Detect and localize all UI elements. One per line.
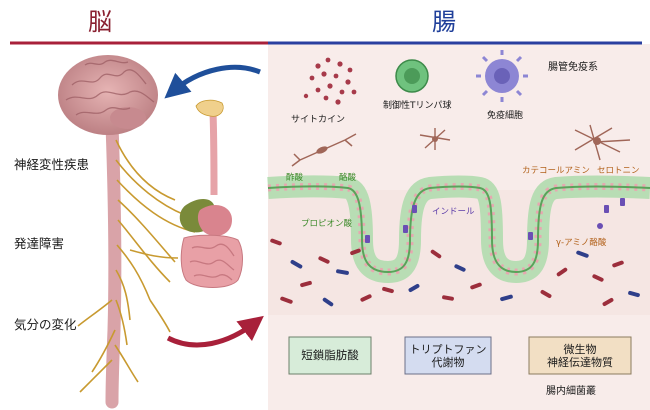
label-developmental: 発達障害 (14, 236, 65, 251)
scfa-text: 短鎖脂肪酸 (301, 348, 359, 362)
label-mood: 気分の変化 (14, 317, 77, 332)
label-gut-immune-system: 腸管免疫系 (548, 62, 598, 73)
brain-to-gut-arrow (166, 315, 264, 348)
label-acetic-acid: 酢酸 (286, 173, 304, 183)
gut-to-brain-arrow (164, 64, 261, 99)
immune-cell (476, 50, 528, 102)
label-microbiota: 腸内細菌叢 (546, 386, 596, 397)
lumen-area (268, 190, 650, 315)
cytokine-dots (303, 57, 357, 105)
scfa-box (288, 336, 372, 375)
gut-bacteria (270, 238, 640, 307)
microbe-text-1: 微生物 (563, 342, 597, 356)
label-treg: 制御性Tリンパ球 (383, 101, 452, 111)
label-neurodegenerative: 神経変性疾患 (14, 157, 90, 172)
cerebellum (110, 107, 146, 129)
scfa-box-label: 短鎖脂肪酸 (289, 337, 371, 374)
label-immune-cell: 免疫細胞 (487, 111, 524, 121)
tryptophan-text-2: 代謝物 (431, 355, 465, 369)
label-butyric-acid: 酪酸 (339, 173, 357, 183)
vagus-nerve-fibers (77, 139, 196, 393)
label-cytokine: サイトカイン (291, 115, 346, 125)
label-propionic-acid: プロピオン酸 (301, 219, 353, 229)
tryptophan-box (404, 336, 492, 375)
esophagus (209, 111, 218, 196)
microbial-neurotransmitter-box (528, 336, 632, 375)
label-serotonin: セロトニン (597, 166, 640, 176)
tryptophan-text-1: トリプトファン (409, 342, 487, 356)
stomach (197, 205, 232, 236)
intestines (180, 234, 243, 288)
label-gaba: γ-アミノ酪酸 (556, 238, 607, 248)
microbe-text-2: 神経伝達物質 (547, 355, 613, 369)
tryptophan-box-label: トリプトファン 代謝物 (405, 337, 491, 374)
label-catecholamine: カテコールアミン (522, 166, 590, 176)
brain-header: 脳 (88, 8, 112, 36)
label-indole: インドール (432, 207, 475, 217)
receptor-markers (365, 198, 625, 243)
gut-header: 腸 (432, 8, 456, 36)
microbial-neurotransmitter-label: 微生物 神経伝達物質 (529, 337, 631, 374)
mouth (195, 99, 224, 117)
spinal-cord (105, 118, 122, 409)
